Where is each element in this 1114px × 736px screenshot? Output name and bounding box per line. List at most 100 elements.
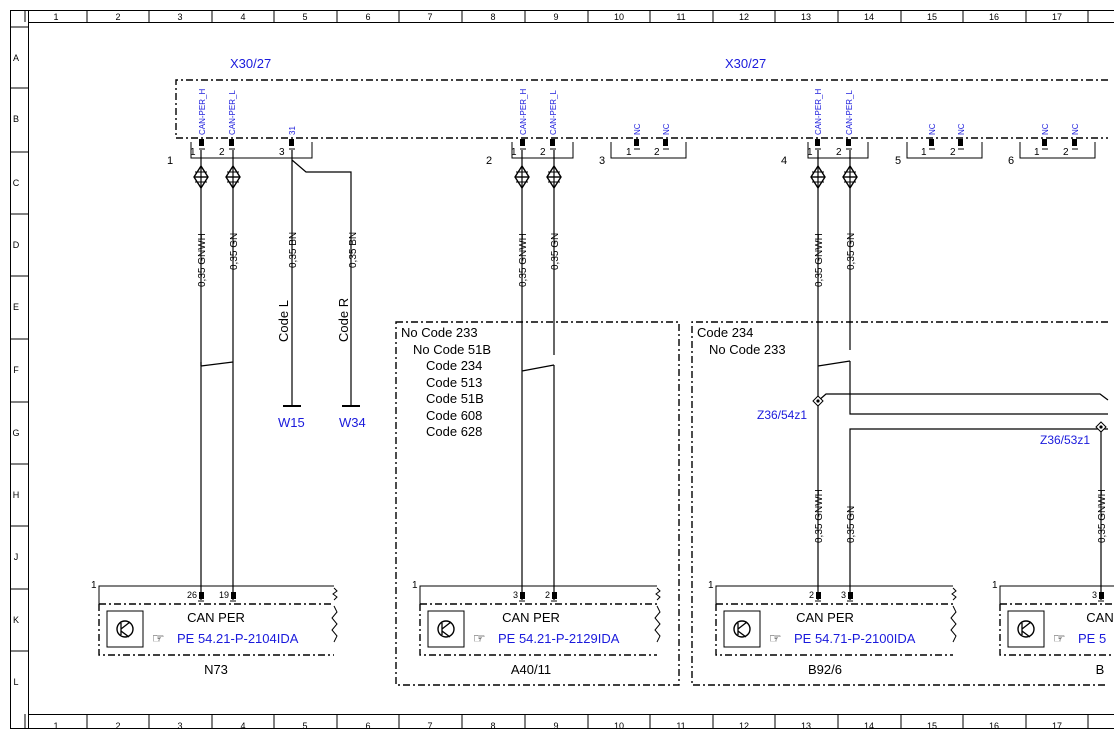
connector-label-middle: X30/27 (725, 56, 766, 71)
wire-label-gnwh-4: 0,35 GNWH (814, 489, 825, 543)
pin-block-2: 2 1 2 CAN-PER_H CAN-PER_L (486, 89, 574, 167)
transistor-icon (106, 610, 144, 648)
component-header-number: 1 (708, 580, 714, 591)
row-label-E: E (13, 302, 19, 312)
code-r-label: Code R (336, 298, 351, 342)
row-label-B: B (13, 114, 19, 124)
wire-label-gn-1: 0,35 GN (229, 233, 240, 270)
wires-n73 (200, 150, 360, 600)
col-top-1: 1 (53, 12, 58, 22)
ground-w15: W15 (278, 415, 305, 430)
row-label-K: K (13, 615, 19, 625)
row-label-H: H (13, 490, 20, 500)
component-pin-number: 3 (1092, 590, 1097, 600)
col-bottom-3: 3 (177, 721, 182, 731)
pin-block-1: 1 1 2 3 CAN-PER_H CAN-PER_L 31 (167, 89, 313, 167)
component-bus-label: CAN PER (502, 610, 560, 625)
svg-text:2: 2 (654, 147, 660, 158)
col-bottom-14: 14 (864, 721, 874, 731)
pin-block-4: 4 1 2 CAN-PER_H CAN-PER_L (781, 89, 869, 167)
col-bottom-4: 4 (240, 721, 245, 731)
svg-text:3: 3 (599, 155, 605, 167)
transistor-icon (1007, 610, 1045, 648)
col-top-14: 14 (864, 12, 874, 22)
component-reference-link[interactable]: PE 54.21-P-2104IDA (177, 631, 299, 646)
component-pin-number: 2 (809, 590, 814, 600)
col-top-17: 17 (1052, 12, 1062, 22)
svg-text:CAN-PER_H: CAN-PER_H (519, 89, 528, 135)
col-bottom-5: 5 (302, 721, 307, 731)
connector-label-left: X30/27 (230, 56, 271, 71)
wire-label-gnwh-5: 0,35 GNWH (1097, 489, 1108, 543)
pointing-hand-icon: ☞ (769, 630, 782, 646)
svg-text:1: 1 (626, 147, 632, 158)
ground-w34: W34 (339, 415, 366, 430)
col-top-6: 6 (365, 12, 370, 22)
svg-text:NC: NC (662, 123, 671, 135)
col-top-5: 5 (302, 12, 307, 22)
component-id: A40/11 (511, 662, 551, 677)
component-pin-number: 3 (513, 590, 518, 600)
col-bottom-11: 11 (676, 721, 685, 731)
svg-text:Code 608: Code 608 (426, 408, 482, 423)
pin-block-6: 6 1 2 NC NC (1008, 123, 1096, 167)
row-label-J: J (14, 552, 19, 562)
svg-text:NC: NC (1041, 123, 1050, 135)
pointing-hand-icon: ☞ (152, 630, 165, 646)
pointing-hand-icon: ☞ (1053, 630, 1066, 646)
svg-text:1: 1 (921, 147, 927, 158)
svg-text:2: 2 (950, 147, 956, 158)
component-reference-link[interactable]: PE 54.71-P-2100IDA (794, 631, 916, 646)
wire-label-gnwh-3: 0,35 GNWH (814, 233, 825, 287)
svg-text:1: 1 (190, 147, 196, 158)
col-top-11: 11 (676, 12, 685, 22)
svg-text:CAN-PER_L: CAN-PER_L (549, 90, 558, 135)
svg-text:NC: NC (1071, 123, 1080, 135)
col-top-13: 13 (801, 12, 811, 22)
inline-connectors (193, 164, 858, 190)
col-top-8: 8 (490, 12, 495, 22)
col-bottom-12: 12 (739, 721, 749, 731)
wire-label-bn-2: 0,35 BN (348, 232, 359, 268)
component-reference-link[interactable]: PE 54.21-P-2129IDA (498, 631, 620, 646)
svg-text:CAN-PER_H: CAN-PER_H (814, 89, 823, 135)
row-label-D: D (13, 240, 20, 250)
component-header-number: 1 (91, 580, 97, 591)
wire-label-bn-1: 0,35 BN (288, 232, 299, 268)
component-header-number: 1 (992, 580, 998, 591)
svg-text:Code 513: Code 513 (426, 375, 482, 390)
wire-label-gn-2: 0,35 GN (550, 233, 561, 270)
component-id: N73 (204, 662, 228, 677)
svg-text:CAN-PER_L: CAN-PER_L (845, 90, 854, 135)
pin-block-3: 3 1 2 NC NC (599, 123, 687, 167)
component-bus-label: CAN PER (796, 610, 854, 625)
wire-label-gn-4: 0,35 GN (846, 506, 857, 543)
component-bus-label: CAN (1086, 610, 1113, 625)
col-bottom-17: 17 (1052, 721, 1062, 731)
svg-text:1: 1 (167, 155, 173, 167)
component-header-number: 1 (412, 580, 418, 591)
svg-text:6: 6 (1008, 155, 1014, 167)
svg-text:4: 4 (781, 155, 787, 167)
col-bottom-9: 9 (553, 721, 558, 731)
splice-dot-1 (816, 399, 820, 403)
svg-text:NC: NC (928, 123, 937, 135)
svg-text:NC: NC (957, 123, 966, 135)
svg-text:1: 1 (1034, 147, 1040, 158)
row-label-F: F (13, 365, 19, 375)
component-reference-link[interactable]: PE 5 (1078, 631, 1106, 646)
component-pin-number: 26 (187, 590, 197, 600)
splice-label-z36-54z1: Z36/54z1 (757, 408, 807, 422)
code-box-2-line-1: Code 234 (697, 325, 753, 340)
svg-text:2: 2 (486, 155, 492, 167)
splice-label-z36-53z1: Z36/53z1 (1040, 433, 1090, 447)
component-bus-label: CAN PER (187, 610, 245, 625)
col-bottom-2: 2 (115, 721, 120, 731)
